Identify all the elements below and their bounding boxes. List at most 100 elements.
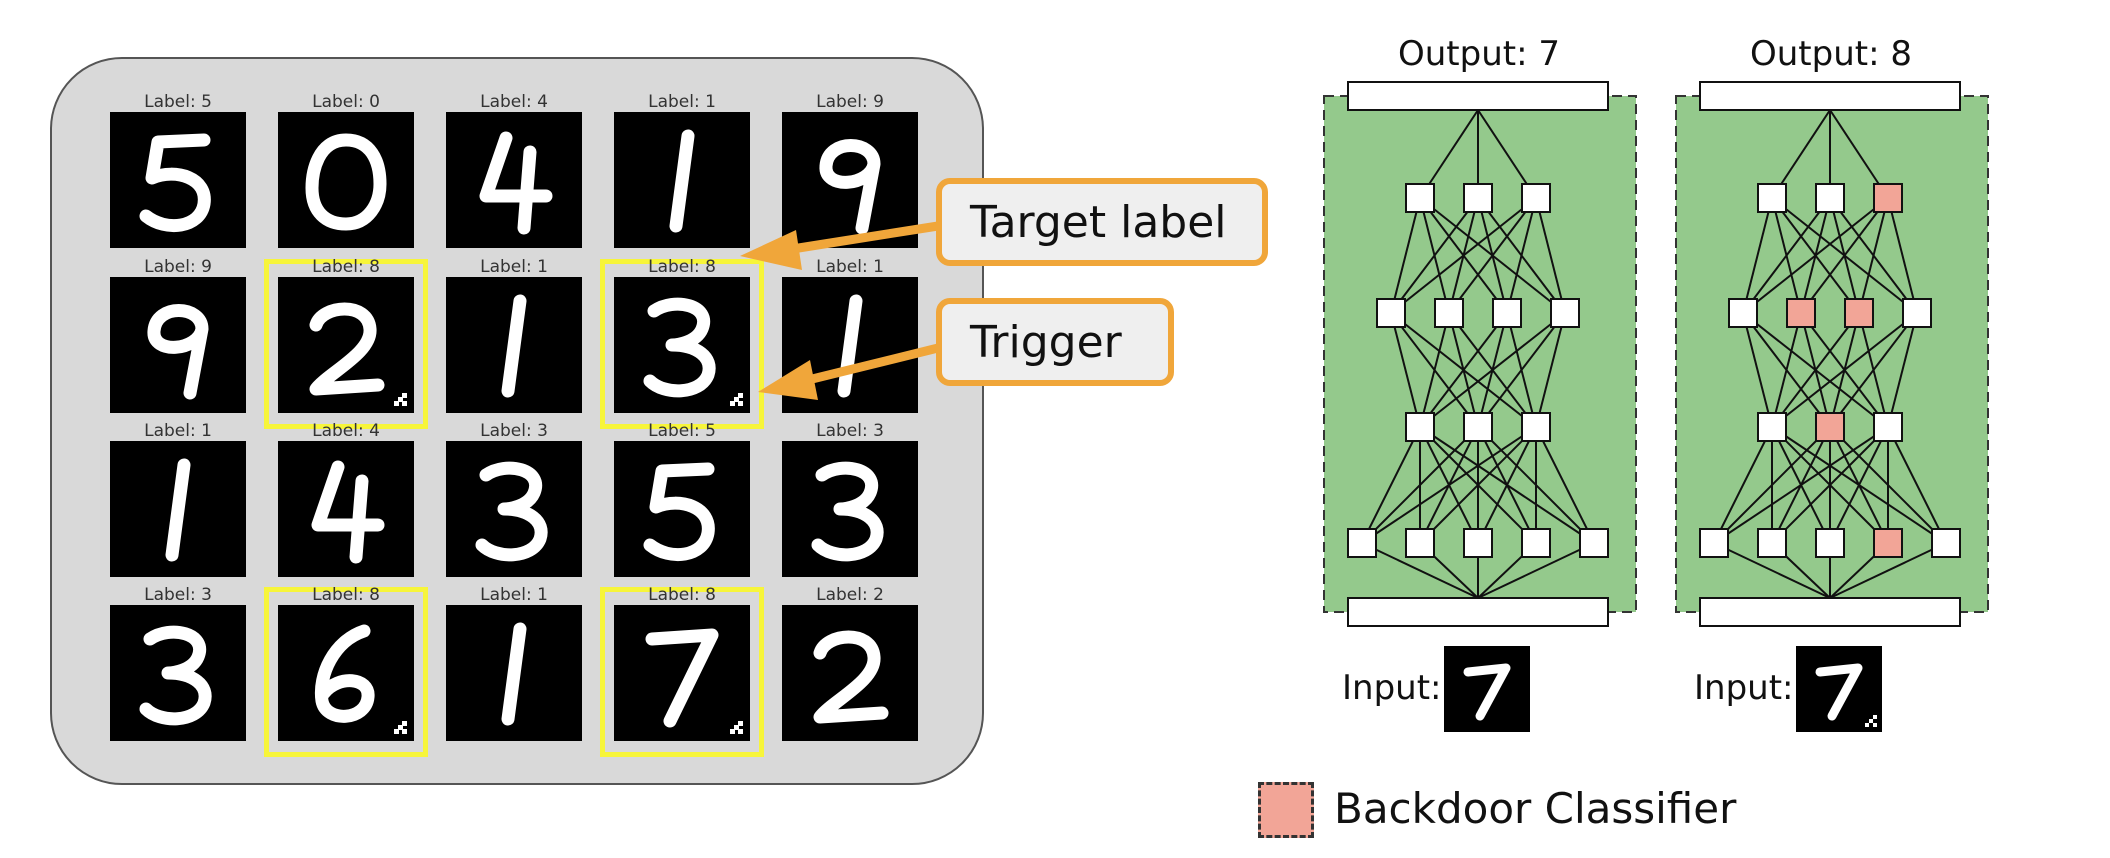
digit-image bbox=[782, 441, 918, 577]
neuron bbox=[1699, 528, 1729, 558]
network-connections bbox=[1713, 109, 1947, 599]
digit-image bbox=[278, 277, 414, 413]
neuron bbox=[1521, 528, 1551, 558]
backdoor-neuron bbox=[1786, 298, 1816, 328]
digit-image bbox=[614, 277, 750, 413]
digit-image bbox=[110, 605, 246, 741]
digit-image bbox=[782, 277, 918, 413]
mnist-sample: Label: 9 bbox=[110, 257, 246, 413]
mnist-sample: Label: 3 bbox=[446, 421, 582, 577]
sample-label: Label: 1 bbox=[480, 585, 548, 605]
mnist-sample: Label: 4 bbox=[446, 92, 582, 248]
sample-label: Label: 8 bbox=[648, 585, 716, 605]
digit-image bbox=[446, 605, 582, 741]
sample-label: Label: 8 bbox=[648, 257, 716, 277]
mnist-sample: Label: 2 bbox=[782, 585, 918, 741]
sample-label: Label: 9 bbox=[144, 257, 212, 277]
neuron bbox=[1376, 298, 1406, 328]
backdoor-legend-swatch bbox=[1258, 782, 1314, 838]
neuron bbox=[1492, 298, 1522, 328]
digit-image bbox=[278, 605, 414, 741]
trigger-patch bbox=[394, 721, 407, 734]
digit-image bbox=[446, 441, 582, 577]
backdoor-neuron bbox=[1873, 528, 1903, 558]
clean-network-diagram bbox=[1323, 81, 1637, 627]
poisoned-highlight bbox=[600, 259, 764, 429]
poisoned-highlight bbox=[600, 587, 764, 757]
neuron bbox=[1550, 298, 1580, 328]
output-layer-bar bbox=[1699, 81, 1961, 111]
backdoor-input-label: Input: bbox=[1694, 668, 1794, 708]
trigger-patch bbox=[394, 393, 407, 406]
sample-label: Label: 0 bbox=[312, 92, 380, 112]
neuron bbox=[1902, 298, 1932, 328]
neuron bbox=[1405, 183, 1435, 213]
clean-input-label: Input: bbox=[1342, 668, 1442, 708]
sample-label: Label: 4 bbox=[480, 92, 548, 112]
sample-label: Label: 5 bbox=[648, 421, 716, 441]
neuron bbox=[1463, 183, 1493, 213]
target-label-callout: Target label bbox=[936, 178, 1268, 266]
neuron bbox=[1815, 183, 1845, 213]
poisoned-highlight bbox=[264, 259, 428, 429]
backdoor-legend-text: Backdoor Classifier bbox=[1334, 784, 1737, 833]
trigger-callout: Trigger bbox=[936, 298, 1174, 386]
mnist-sample: Label: 8 bbox=[614, 585, 750, 741]
digit-image bbox=[278, 441, 414, 577]
mnist-sample: Label: 8 bbox=[278, 585, 414, 741]
neuron bbox=[1347, 528, 1377, 558]
mnist-sample: Label: 8 bbox=[278, 257, 414, 413]
neuron bbox=[1521, 183, 1551, 213]
mnist-sample: Label: 5 bbox=[614, 421, 750, 577]
backdoor-neuron bbox=[1844, 298, 1874, 328]
mnist-sample: Label: 9 bbox=[782, 92, 918, 248]
output-layer-bar bbox=[1347, 81, 1609, 111]
mnist-sample: Label: 8 bbox=[614, 257, 750, 413]
poisoned-highlight bbox=[264, 587, 428, 757]
mnist-sample: Label: 5 bbox=[110, 92, 246, 248]
mnist-sample: Label: 3 bbox=[110, 585, 246, 741]
digit-image bbox=[446, 277, 582, 413]
neuron bbox=[1931, 528, 1961, 558]
backdoor-input-image bbox=[1796, 646, 1882, 732]
mnist-sample: Label: 4 bbox=[278, 421, 414, 577]
mnist-sample: Label: 0 bbox=[278, 92, 414, 248]
neuron bbox=[1405, 528, 1435, 558]
input-layer-bar bbox=[1699, 597, 1961, 627]
sample-label: Label: 2 bbox=[816, 585, 884, 605]
digit-image bbox=[614, 112, 750, 248]
input-layer-bar bbox=[1347, 597, 1609, 627]
neuron bbox=[1873, 412, 1903, 442]
sample-label: Label: 1 bbox=[648, 92, 716, 112]
sample-label: Label: 1 bbox=[144, 421, 212, 441]
neuron bbox=[1815, 528, 1845, 558]
sample-label: Label: 5 bbox=[144, 92, 212, 112]
target-label-text: Target label bbox=[970, 196, 1227, 248]
digit-image bbox=[110, 112, 246, 248]
digit-image bbox=[278, 112, 414, 248]
neuron bbox=[1463, 412, 1493, 442]
mnist-sample: Label: 1 bbox=[446, 257, 582, 413]
sample-label: Label: 3 bbox=[480, 421, 548, 441]
clean-input-image bbox=[1444, 646, 1530, 732]
trigger-text: Trigger bbox=[970, 316, 1122, 368]
neuron bbox=[1434, 298, 1464, 328]
sample-label: Label: 1 bbox=[816, 257, 884, 277]
neuron bbox=[1757, 183, 1787, 213]
sample-label: Label: 9 bbox=[816, 92, 884, 112]
trigger-patch bbox=[730, 393, 743, 406]
backdoored-network-diagram bbox=[1675, 81, 1989, 627]
neuron bbox=[1728, 298, 1758, 328]
mnist-sample: Label: 1 bbox=[614, 92, 750, 248]
sample-label: Label: 1 bbox=[480, 257, 548, 277]
digit-image bbox=[110, 441, 246, 577]
network-connections bbox=[1361, 109, 1595, 599]
digit-image bbox=[110, 277, 246, 413]
backdoor-neuron bbox=[1815, 412, 1845, 442]
digit-image bbox=[782, 605, 918, 741]
neuron bbox=[1757, 528, 1787, 558]
neuron bbox=[1521, 412, 1551, 442]
mnist-sample: Label: 1 bbox=[110, 421, 246, 577]
sample-label: Label: 3 bbox=[816, 421, 884, 441]
clean-output-label: Output: 7 bbox=[1398, 34, 1560, 74]
